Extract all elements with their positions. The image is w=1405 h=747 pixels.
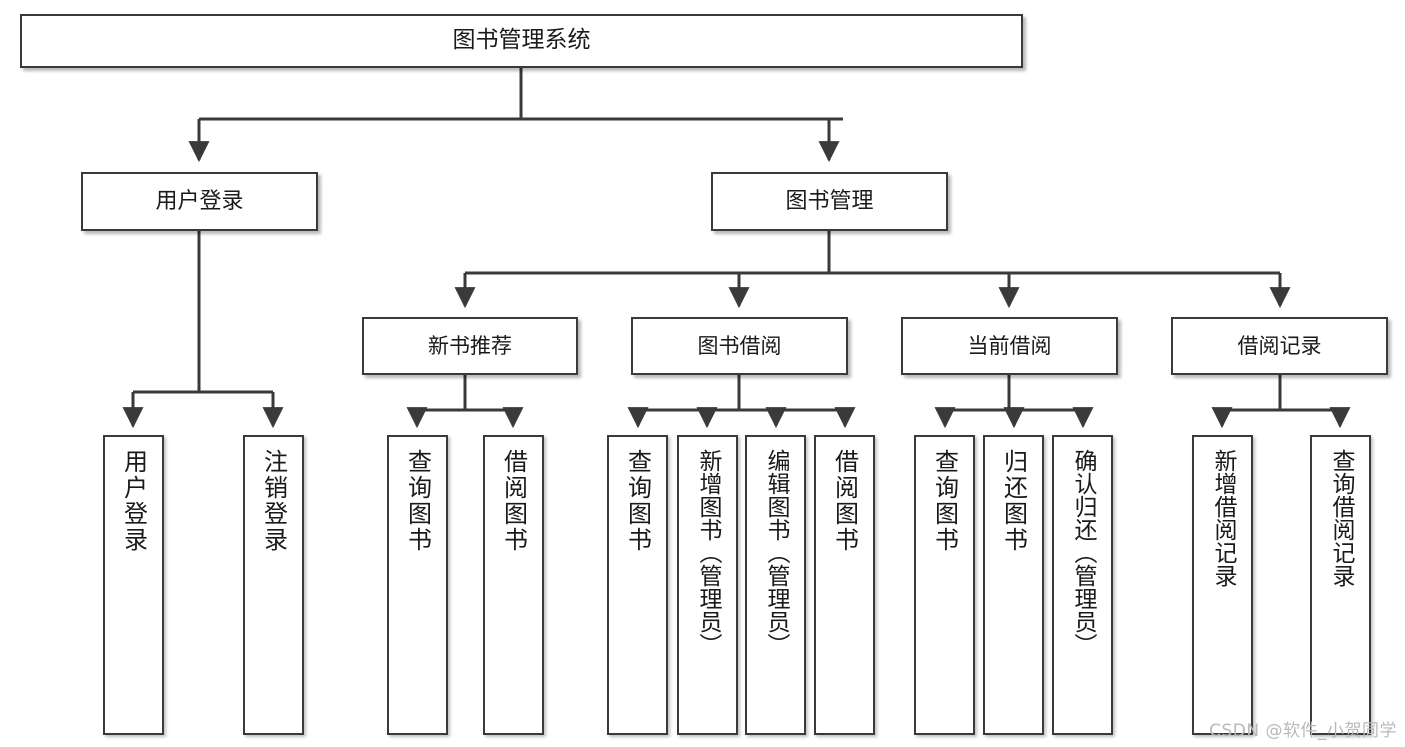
leaf-add-book-label: 新增图书（管理员） (695, 449, 721, 656)
node-book-manage[interactable]: 图书管理 (711, 172, 948, 231)
leaf-query-record-label: 查询借阅记录 (1328, 449, 1354, 587)
node-current-borrow[interactable]: 当前借阅 (901, 317, 1118, 375)
node-new-book-rec-label: 新书推荐 (428, 333, 512, 358)
node-book-borrow[interactable]: 图书借阅 (631, 317, 848, 375)
leaf-query-book-1[interactable]: 查询图书 (387, 435, 448, 735)
node-root-label: 图书管理系统 (452, 27, 591, 54)
leaf-edit-book-label: 编辑图书（管理员） (763, 449, 789, 656)
leaf-return-book-label: 归还图书 (999, 449, 1028, 553)
leaf-query-book-2-label: 查询图书 (623, 449, 652, 553)
leaf-confirm-return-label: 确认归还（管理员） (1070, 449, 1096, 656)
leaf-user-login-label: 用户登录 (119, 449, 148, 553)
leaf-query-book-3[interactable]: 查询图书 (914, 435, 975, 735)
node-new-book-rec[interactable]: 新书推荐 (362, 317, 578, 375)
node-book-borrow-label: 图书借阅 (697, 333, 782, 358)
leaf-return-book[interactable]: 归还图书 (983, 435, 1044, 735)
node-book-manage-label: 图书管理 (785, 188, 874, 214)
node-user-login-label: 用户登录 (155, 188, 244, 214)
node-borrow-record[interactable]: 借阅记录 (1171, 317, 1388, 375)
node-borrow-record-label: 借阅记录 (1237, 333, 1322, 358)
leaf-user-logout-label: 注销登录 (259, 449, 288, 553)
node-root[interactable]: 图书管理系统 (20, 14, 1023, 68)
leaf-query-book-2[interactable]: 查询图书 (607, 435, 668, 735)
leaf-borrow-book-1-label: 借阅图书 (499, 449, 528, 553)
leaf-add-book[interactable]: 新增图书（管理员） (677, 435, 738, 735)
leaf-add-record[interactable]: 新增借阅记录 (1192, 435, 1253, 735)
leaf-add-record-label: 新增借阅记录 (1210, 449, 1236, 587)
leaf-query-record[interactable]: 查询借阅记录 (1310, 435, 1371, 735)
leaf-confirm-return[interactable]: 确认归还（管理员） (1052, 435, 1113, 735)
leaf-query-book-3-label: 查询图书 (930, 449, 959, 553)
leaf-query-book-1-label: 查询图书 (403, 449, 432, 553)
leaf-borrow-book-2-label: 借阅图书 (830, 449, 859, 553)
leaf-user-login[interactable]: 用户登录 (103, 435, 164, 735)
leaf-edit-book[interactable]: 编辑图书（管理员） (745, 435, 806, 735)
node-user-login[interactable]: 用户登录 (81, 172, 318, 231)
leaf-borrow-book-2[interactable]: 借阅图书 (814, 435, 875, 735)
leaf-borrow-book-1[interactable]: 借阅图书 (483, 435, 544, 735)
leaf-user-logout[interactable]: 注销登录 (243, 435, 304, 735)
csdn-watermark: CSDN @软件_小贺同学 (1209, 721, 1397, 741)
node-current-borrow-label: 当前借阅 (967, 333, 1052, 358)
